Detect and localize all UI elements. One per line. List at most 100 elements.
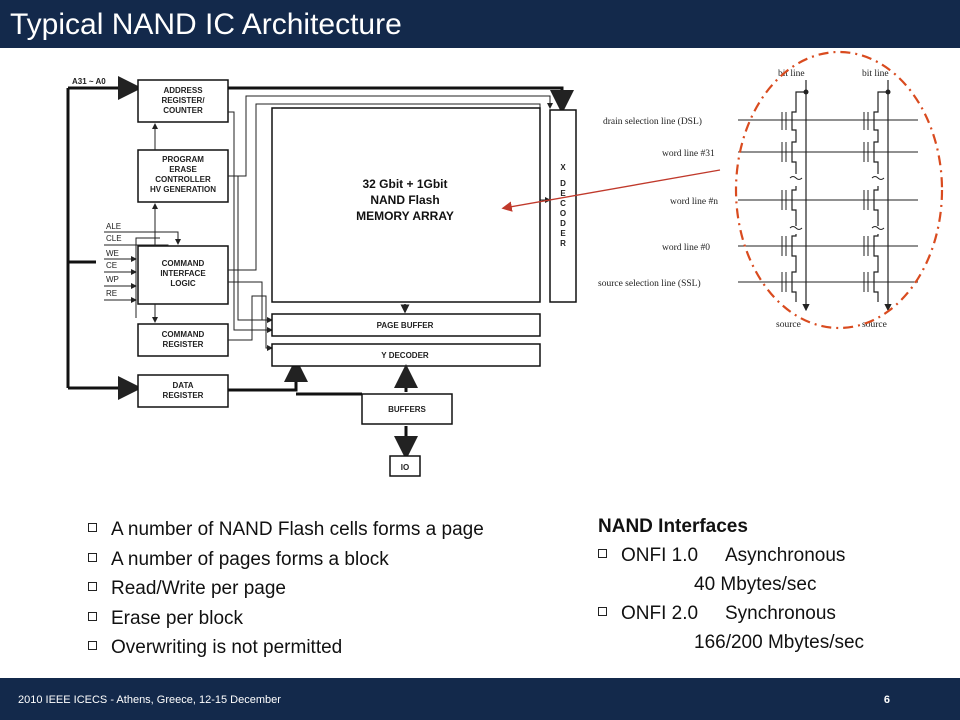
list-item: Read/Write per page bbox=[88, 574, 484, 604]
square-bullet-icon bbox=[88, 523, 97, 533]
word-lines bbox=[738, 119, 918, 283]
page-buffer-block bbox=[271, 313, 541, 337]
memory-array-line-3: MEMORY ARRAY bbox=[356, 209, 454, 223]
onfi1-row: ONFI 1.0 Asynchronous bbox=[598, 541, 864, 570]
buffers-label: BUFFERS bbox=[388, 405, 426, 414]
signal-re: RE bbox=[106, 289, 117, 298]
data-register-block bbox=[137, 374, 229, 408]
square-bullet-icon bbox=[88, 552, 97, 562]
address-register-line-2: REGISTER/ bbox=[161, 96, 205, 105]
buffers-block bbox=[361, 393, 453, 425]
block-diagram: A31 ~ A0 ADDRESS REGISTER/ COUNTER PROGR… bbox=[66, 76, 577, 477]
slide-title: Typical NAND IC Architecture bbox=[10, 8, 402, 41]
zoom-pointer-arrow bbox=[501, 169, 721, 212]
list-item: Erase per block bbox=[88, 604, 484, 634]
data-register-line-2: REGISTER bbox=[163, 391, 204, 400]
feedback-line bbox=[135, 237, 160, 318]
x-decoder-letter-5: O bbox=[560, 209, 566, 218]
dsl-label: drain selection line (DSL) bbox=[603, 116, 702, 127]
onfi2-name: ONFI 2.0 bbox=[621, 603, 699, 624]
x-decoder-letter-3: E bbox=[560, 189, 566, 198]
command-interface-line-1: COMMAND bbox=[162, 259, 205, 268]
command-interface-logic-block bbox=[137, 245, 229, 305]
x-decoder-block bbox=[549, 109, 577, 303]
list-item: A number of NAND Flash cells forms a pag… bbox=[88, 515, 484, 545]
command-register-block bbox=[137, 323, 229, 357]
page-number: 6 bbox=[883, 694, 890, 706]
source-label-2: source bbox=[862, 320, 887, 330]
list-item-text: A number of pages forms a block bbox=[111, 548, 389, 570]
square-bullet-icon bbox=[88, 641, 97, 651]
program-erase-line-4: HV GENERATION bbox=[150, 185, 216, 194]
highlight-ellipse bbox=[734, 50, 944, 330]
list-item-text: Erase per block bbox=[111, 607, 244, 629]
bit-line-label-1: bit line bbox=[778, 69, 805, 79]
onfi2-row: ONFI 2.0 Synchronous bbox=[598, 599, 864, 628]
bit-lines bbox=[791, 80, 889, 302]
x-decoder-letter-2: D bbox=[560, 179, 566, 188]
page-buffer-label: PAGE BUFFER bbox=[377, 321, 434, 330]
signal-wp: WP bbox=[106, 275, 119, 284]
address-to-xdecoder bbox=[228, 86, 574, 114]
program-erase-line-1: PROGRAM bbox=[162, 155, 204, 164]
x-decoder-letter-8: R bbox=[560, 239, 566, 248]
memory-array-block bbox=[271, 107, 541, 303]
list-item-text: A number of NAND Flash cells forms a pag… bbox=[111, 519, 484, 540]
onfi2-type: Synchronous bbox=[725, 603, 836, 624]
program-erase-line-3: CONTROLLER bbox=[155, 175, 211, 184]
nand-cell-diagram: bit line bit line drain selection line (… bbox=[598, 50, 944, 330]
command-interface-line-2: INTERFACE bbox=[160, 269, 206, 278]
onfi1-speed: 40 Mbytes/sec bbox=[694, 574, 817, 595]
x-decoder-letter-1: X bbox=[560, 163, 566, 172]
signal-ale: ALE bbox=[106, 222, 121, 231]
list-item-text: Read/Write per page bbox=[111, 578, 286, 599]
bit-line-node-1 bbox=[803, 89, 809, 95]
control-signal-lines bbox=[104, 231, 181, 303]
nand-interfaces: NAND Interfaces ONFI 1.0 Asynchronous 40 … bbox=[598, 513, 864, 657]
bit-line-label-2: bit line bbox=[862, 69, 889, 79]
command-register-line-2: REGISTER bbox=[163, 340, 204, 349]
x-decoder-letter-6: D bbox=[560, 219, 566, 228]
onfi2-speed: 166/200 Mbytes/sec bbox=[694, 632, 865, 653]
ssl-label: source selection line (SSL) bbox=[598, 278, 701, 289]
program-erase-line-2: ERASE bbox=[169, 165, 197, 174]
square-bullet-icon bbox=[598, 549, 607, 559]
footer-conference: 2010 IEEE ICECS - Athens, Greece, 12-15 … bbox=[18, 694, 281, 706]
list-item-text: Overwriting is not permitted bbox=[111, 637, 343, 658]
list-item: A number of pages forms a block bbox=[88, 545, 484, 575]
io-label: IO bbox=[401, 463, 409, 472]
transistor-gates bbox=[781, 112, 869, 292]
footer-bar: 2010 IEEE ICECS - Athens, Greece, 12-15 … bbox=[0, 678, 960, 720]
wln-label: word line #n bbox=[670, 197, 718, 207]
square-bullet-icon bbox=[598, 607, 607, 617]
x-decoder-letter-4: C bbox=[560, 199, 566, 208]
square-bullet-icon bbox=[88, 611, 97, 621]
address-register-block bbox=[137, 79, 229, 123]
x-decoder-letter-7: E bbox=[560, 229, 566, 238]
io-block bbox=[389, 455, 421, 477]
nand-facts-list: A number of NAND Flash cells forms a pag… bbox=[88, 515, 484, 663]
title-bar: Typical NAND IC Architecture bbox=[0, 0, 960, 48]
address-register-line-3: COUNTER bbox=[163, 106, 203, 115]
interfaces-heading: NAND Interfaces bbox=[598, 516, 748, 537]
onfi1-type: Asynchronous bbox=[725, 545, 846, 566]
address-bus-label: A31 ~ A0 bbox=[72, 77, 106, 86]
string-breaks bbox=[789, 176, 885, 230]
wl31-label: word line #31 bbox=[662, 149, 715, 159]
source-label-1: source bbox=[776, 320, 801, 330]
address-register-line-1: ADDRESS bbox=[163, 86, 203, 95]
connector-lines bbox=[228, 95, 553, 351]
list-item: Overwriting is not permitted bbox=[88, 633, 484, 663]
bit-line-node-2 bbox=[885, 89, 891, 95]
data-register-line-1: DATA bbox=[172, 381, 193, 390]
command-interface-line-3: LOGIC bbox=[170, 279, 196, 288]
command-register-line-1: COMMAND bbox=[162, 330, 205, 339]
onfi1-name: ONFI 1.0 bbox=[621, 545, 699, 566]
wl0-label: word line #0 bbox=[662, 243, 710, 253]
signal-we: WE bbox=[106, 249, 119, 258]
signal-cle: CLE bbox=[106, 234, 122, 243]
signal-ce: CE bbox=[106, 261, 117, 270]
y-decoder-label: Y DECODER bbox=[381, 351, 429, 360]
data-to-ydecoder bbox=[228, 358, 308, 392]
